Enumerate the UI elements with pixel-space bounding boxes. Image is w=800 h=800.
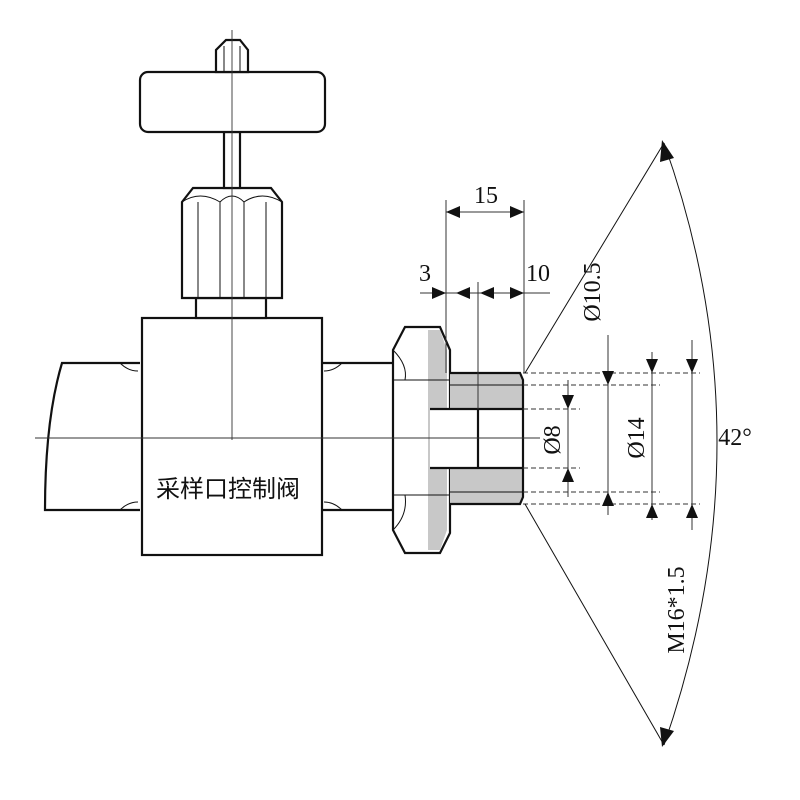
dim-outer-dia: Ø14	[624, 352, 658, 520]
dim-length-sections: 3 10	[419, 261, 550, 299]
dim-bore-dia-text: Ø8	[540, 425, 566, 454]
dim-thread: M16*1.5	[664, 340, 698, 654]
dim-length-total-text: 15	[474, 183, 498, 209]
dim-inner-dia: Ø10.5	[580, 262, 614, 515]
dim-inner-dia-text: Ø10.5	[580, 262, 606, 321]
dim-length-left-text: 3	[419, 261, 431, 287]
pipe	[43, 361, 400, 512]
handwheel[interactable]	[138, 70, 327, 134]
dim-length-total: 15	[446, 183, 524, 218]
dim-thread-text: M16*1.5	[664, 566, 690, 653]
dim-outer-dia-text: Ø14	[624, 417, 650, 458]
dim-angle: 42°	[524, 140, 752, 747]
valve-label: 采样口控制阀	[156, 476, 300, 503]
dim-length-right-text: 10	[526, 261, 550, 287]
dim-angle-text: 42°	[718, 425, 752, 451]
dim-bore-dia: Ø8	[540, 380, 574, 497]
center-lines	[35, 30, 540, 440]
fitting-section	[430, 371, 525, 506]
